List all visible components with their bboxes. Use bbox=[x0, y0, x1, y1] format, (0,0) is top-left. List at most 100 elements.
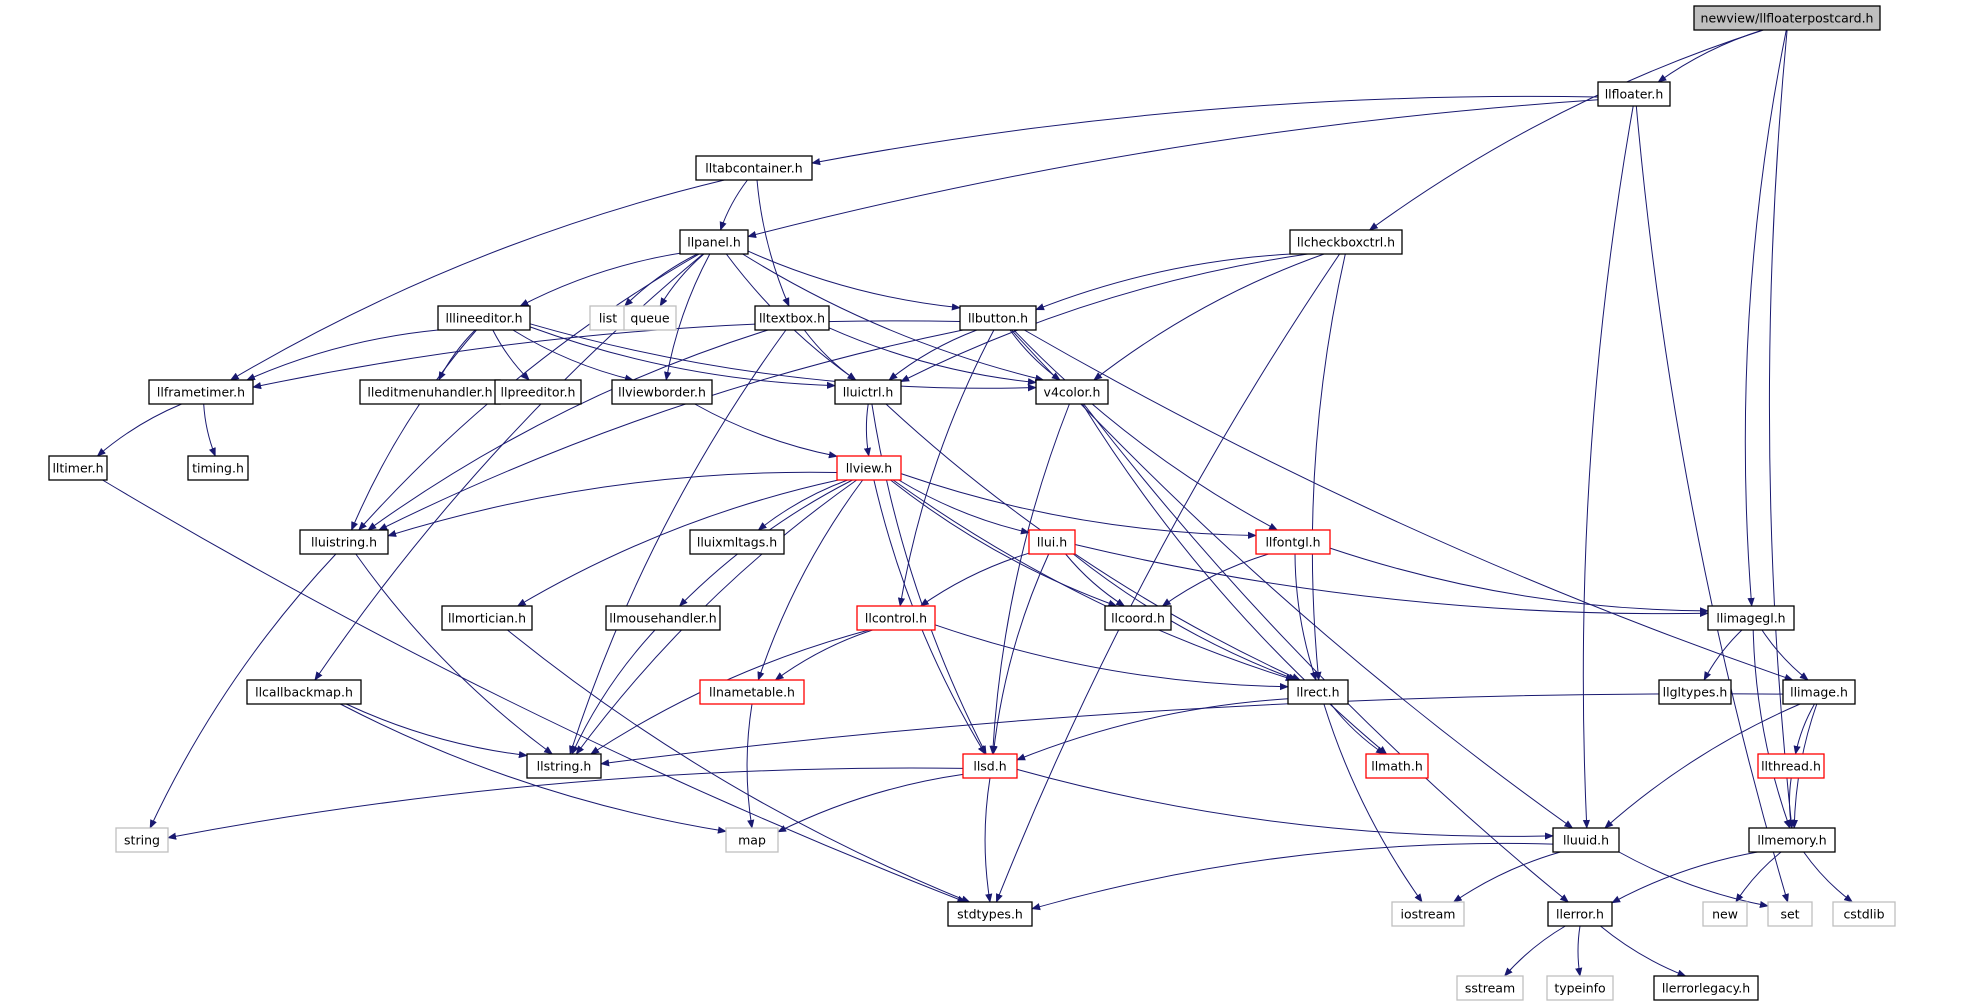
node-llstring[interactable]: llstring.h bbox=[526, 753, 602, 779]
edge-lluictrl-to-llview bbox=[863, 403, 871, 457]
node-list[interactable]: list bbox=[589, 305, 627, 331]
node-llnametable[interactable]: llnametable.h bbox=[699, 679, 805, 705]
edge-lltabcontainer-to-llpanel bbox=[719, 179, 748, 231]
node-v4color[interactable]: v4color.h bbox=[1035, 379, 1109, 405]
node-map[interactable]: map bbox=[725, 827, 779, 853]
node-label-llui: llui.h bbox=[1037, 535, 1067, 550]
node-llui[interactable]: llui.h bbox=[1028, 529, 1076, 555]
node-llmortician[interactable]: llmortician.h bbox=[441, 605, 533, 631]
node-box-stdtypes bbox=[947, 901, 1033, 927]
edge-llview-to-lluistring bbox=[387, 471, 838, 537]
node-llview[interactable]: llview.h bbox=[836, 455, 902, 481]
node-box-set bbox=[1767, 901, 1813, 927]
node-lltextbox[interactable]: lltextbox.h bbox=[754, 305, 830, 331]
node-llcoord[interactable]: llcoord.h bbox=[1104, 605, 1172, 631]
node-label-lltextbox: lltextbox.h bbox=[759, 311, 825, 326]
node-label-llnametable: llnametable.h bbox=[709, 685, 795, 700]
node-label-llerrorlegacy: llerrorlegacy.h bbox=[1662, 981, 1750, 996]
edge-llpanel-to-v4color bbox=[742, 253, 1045, 382]
node-label-llframetimer: llframetimer.h bbox=[157, 385, 245, 400]
edge-root-to-llfloater bbox=[1657, 29, 1763, 83]
node-box-lluictrl bbox=[834, 379, 902, 405]
node-llfloater[interactable]: llfloater.h bbox=[1597, 81, 1671, 107]
edge-llui-to-llrect bbox=[1072, 553, 1298, 681]
edge-llimagegl-to-llimage bbox=[1761, 629, 1809, 681]
edge-llsd-to-stdtypes bbox=[984, 777, 993, 903]
edge-lluuid-to-set bbox=[1618, 851, 1769, 909]
node-llmemory[interactable]: llmemory.h bbox=[1748, 827, 1836, 853]
node-label-llbutton: llbutton.h bbox=[968, 311, 1028, 326]
node-box-lluixmltags bbox=[689, 529, 785, 555]
node-iostream[interactable]: iostream bbox=[1391, 901, 1465, 927]
node-root[interactable]: newview/llfloaterpostcard.h bbox=[1693, 5, 1881, 31]
edge-llui-to-llimagegl bbox=[1074, 544, 1709, 618]
node-lluictrl[interactable]: lluictrl.h bbox=[834, 379, 902, 405]
node-llcontrol[interactable]: llcontrol.h bbox=[856, 605, 936, 631]
node-llerrorlegacy[interactable]: llerrorlegacy.h bbox=[1653, 975, 1759, 1001]
node-set[interactable]: set bbox=[1767, 901, 1813, 927]
node-box-llfontgl bbox=[1255, 529, 1331, 555]
node-llmath[interactable]: llmath.h bbox=[1365, 753, 1429, 779]
node-typeinfo[interactable]: typeinfo bbox=[1546, 975, 1614, 1001]
edge-lllineeditor-to-llviewborder bbox=[512, 329, 634, 382]
node-sstream[interactable]: sstream bbox=[1456, 975, 1524, 1001]
node-box-sstream bbox=[1456, 975, 1524, 1001]
node-string[interactable]: string bbox=[115, 827, 169, 853]
node-llbutton[interactable]: llbutton.h bbox=[959, 305, 1037, 331]
node-lllineeditor[interactable]: lllineeditor.h bbox=[437, 305, 531, 331]
node-queue[interactable]: queue bbox=[623, 305, 677, 331]
edge-llfontgl-to-llcoord bbox=[1161, 553, 1269, 607]
node-box-timing bbox=[187, 455, 249, 481]
node-llcallbackmap[interactable]: llcallbackmap.h bbox=[246, 679, 362, 705]
node-label-typeinfo: typeinfo bbox=[1554, 981, 1605, 996]
node-llcheckboxctrl[interactable]: llcheckboxctrl.h bbox=[1289, 229, 1403, 255]
node-label-iostream: iostream bbox=[1401, 907, 1456, 922]
node-box-lluistring bbox=[299, 529, 389, 555]
node-stdtypes[interactable]: stdtypes.h bbox=[947, 901, 1033, 927]
node-cstdlib[interactable]: cstdlib bbox=[1832, 901, 1896, 927]
node-lluixmltags[interactable]: lluixmltags.h bbox=[689, 529, 785, 555]
node-llviewborder[interactable]: llviewborder.h bbox=[611, 379, 713, 405]
edge-llcheckboxctrl-to-lluictrl bbox=[900, 253, 1308, 383]
node-label-llmemory: llmemory.h bbox=[1757, 833, 1826, 848]
edge-lluistring-to-llstring bbox=[355, 553, 553, 755]
node-lltabcontainer[interactable]: lltabcontainer.h bbox=[695, 155, 813, 181]
edge-llpanel-to-list bbox=[624, 253, 698, 307]
node-llpreeditor[interactable]: llpreeditor.h bbox=[494, 379, 582, 405]
node-label-lluictrl: lluictrl.h bbox=[843, 385, 894, 400]
edge-llcontrol-to-llnametable bbox=[774, 629, 873, 681]
node-box-llimagegl bbox=[1707, 605, 1795, 631]
node-lleditmenuhandler[interactable]: lleditmenuhandler.h bbox=[359, 379, 501, 405]
node-llerror[interactable]: llerror.h bbox=[1547, 901, 1613, 927]
edge-llcheckboxctrl-to-stdtypes bbox=[995, 253, 1341, 903]
node-llsd[interactable]: llsd.h bbox=[962, 753, 1018, 779]
node-timing[interactable]: timing.h bbox=[187, 455, 249, 481]
node-lltimer[interactable]: lltimer.h bbox=[48, 455, 108, 481]
edge-llmemory-to-new bbox=[1735, 851, 1782, 903]
node-label-sstream: sstream bbox=[1465, 981, 1515, 996]
node-llrect[interactable]: llrect.h bbox=[1287, 679, 1349, 705]
edge-llframetimer-to-lltimer bbox=[96, 403, 182, 457]
edge-llerror-to-typeinfo bbox=[1575, 925, 1583, 977]
node-llframetimer[interactable]: llframetimer.h bbox=[148, 379, 254, 405]
node-llfontgl[interactable]: llfontgl.h bbox=[1255, 529, 1331, 555]
edge-root-to-llimagegl bbox=[1744, 29, 1787, 607]
edge-lltextbox-to-lluictrl bbox=[803, 329, 857, 381]
node-lluuid[interactable]: lluuid.h bbox=[1552, 827, 1620, 853]
edge-v4color-to-llmath bbox=[1081, 403, 1388, 755]
node-box-llcallbackmap bbox=[246, 679, 362, 705]
node-new[interactable]: new bbox=[1702, 901, 1748, 927]
edge-llui-to-llcontrol bbox=[919, 552, 1030, 607]
edge-llbutton-to-llframetimer bbox=[252, 320, 961, 390]
node-llpanel[interactable]: llpanel.h bbox=[679, 229, 749, 255]
node-box-llgltypes bbox=[1658, 679, 1732, 705]
node-box-llthread bbox=[1757, 753, 1825, 779]
node-box-llerrorlegacy bbox=[1653, 975, 1759, 1001]
node-llthread[interactable]: llthread.h bbox=[1757, 753, 1825, 779]
node-label-root: newview/llfloaterpostcard.h bbox=[1701, 11, 1874, 26]
node-lluistring[interactable]: lluistring.h bbox=[299, 529, 389, 555]
node-llimagegl[interactable]: llimagegl.h bbox=[1707, 605, 1795, 631]
node-llgltypes[interactable]: llgltypes.h bbox=[1658, 679, 1732, 705]
node-llimage[interactable]: llimage.h bbox=[1782, 679, 1856, 705]
node-llmousehandler[interactable]: llmousehandler.h bbox=[605, 605, 721, 631]
